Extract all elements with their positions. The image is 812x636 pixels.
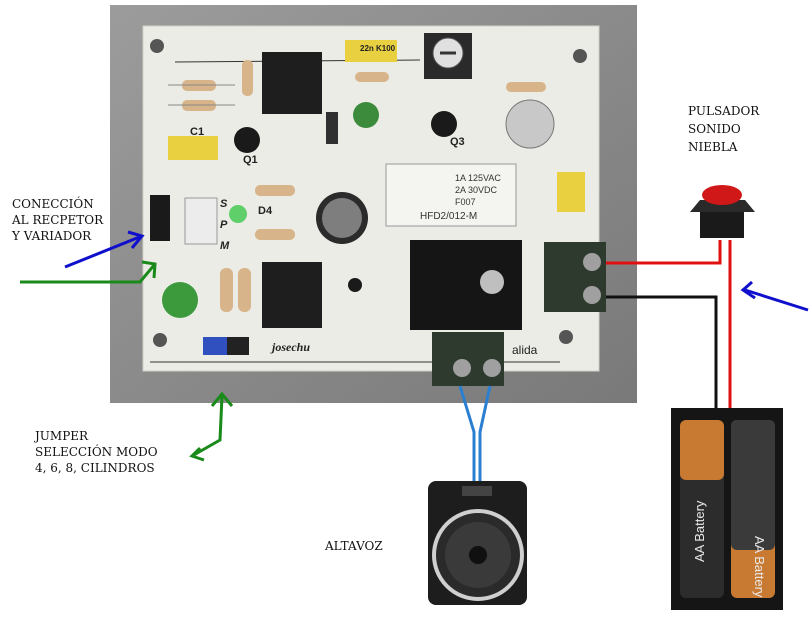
battery-holder (671, 408, 783, 610)
transistor-q3 (431, 111, 457, 137)
push-button (690, 185, 755, 238)
resistors-top (168, 60, 253, 111)
jumper-block (203, 337, 227, 355)
q3-label: Q3 (450, 136, 465, 148)
capacitor-right (557, 172, 585, 212)
speaker-label: ALTAVOZ (325, 539, 383, 553)
mounting-holes (150, 39, 587, 347)
led-d4 (229, 205, 247, 223)
relay-line-2: 2A 30VDC (455, 185, 498, 195)
receiver-line-2: AL RECPETOR (12, 213, 104, 227)
metal-transistor (505, 99, 555, 149)
green-cap-bottom (162, 282, 198, 318)
jumper-label: JUMPER SELECCIÓN MODO 4, 6, 8, CILINDROS (35, 428, 158, 476)
pin-m-label: M (220, 240, 230, 252)
blue-arrow-button (740, 280, 809, 312)
relay (385, 163, 517, 227)
header-pins (150, 195, 170, 241)
green-cap-small (353, 102, 379, 128)
jumper-line-3: 4, 6, 8, CILINDROS (35, 461, 155, 475)
transistor-q1 (234, 127, 260, 153)
jumper-line-1: JUMPER (35, 429, 89, 443)
terminal-block-output (432, 332, 504, 386)
black-wire-battery (606, 295, 718, 412)
battery-label-right: AA Battery (752, 536, 767, 598)
blue-arrow-receiver (64, 230, 145, 269)
pin-s-label: S (220, 198, 228, 210)
q1-label: Q1 (243, 154, 258, 166)
button-line-1: PULSADOR (688, 104, 760, 118)
ic-chip-bottom (262, 262, 322, 328)
salida-label: alida (512, 343, 538, 357)
green-arrow-receiver (20, 260, 157, 284)
relay-model: HFD2/012-M (420, 211, 477, 222)
c1-label: C1 (190, 126, 205, 138)
battery-label-left: AA Battery (692, 500, 707, 562)
blue-wires-speaker (458, 385, 492, 485)
jumper-line-2: SELECCIÓN MODO (35, 445, 158, 459)
capacitor-22n (345, 40, 397, 62)
receiver-label: CONECCIÓN AL RECPETOR Y VARIADOR (12, 196, 103, 244)
pin-p-label: P (220, 219, 228, 231)
button-label: PULSADOR SONIDO NIEBLA (688, 103, 759, 155)
button-line-3: NIEBLA (688, 140, 738, 154)
signature-label: josechu (272, 340, 311, 354)
white-connector (184, 197, 218, 245)
relay-line-3: F007 (455, 197, 476, 207)
red-wire-button (606, 240, 722, 265)
green-arrow-jumper (189, 391, 234, 462)
heatsink (410, 240, 522, 330)
cap-22n-label: 22n K100 (360, 44, 396, 53)
relay-line-1: 1A 125VAC (455, 173, 501, 183)
speaker (428, 481, 527, 605)
d4-label: D4 (258, 205, 273, 217)
button-line-2: SONIDO (688, 122, 741, 136)
ic-chip-top (262, 52, 322, 114)
receiver-line-3: Y VARIADOR (12, 229, 92, 243)
capacitor-c1 (168, 136, 218, 160)
receiver-line-1: CONECCIÓN (12, 197, 94, 211)
